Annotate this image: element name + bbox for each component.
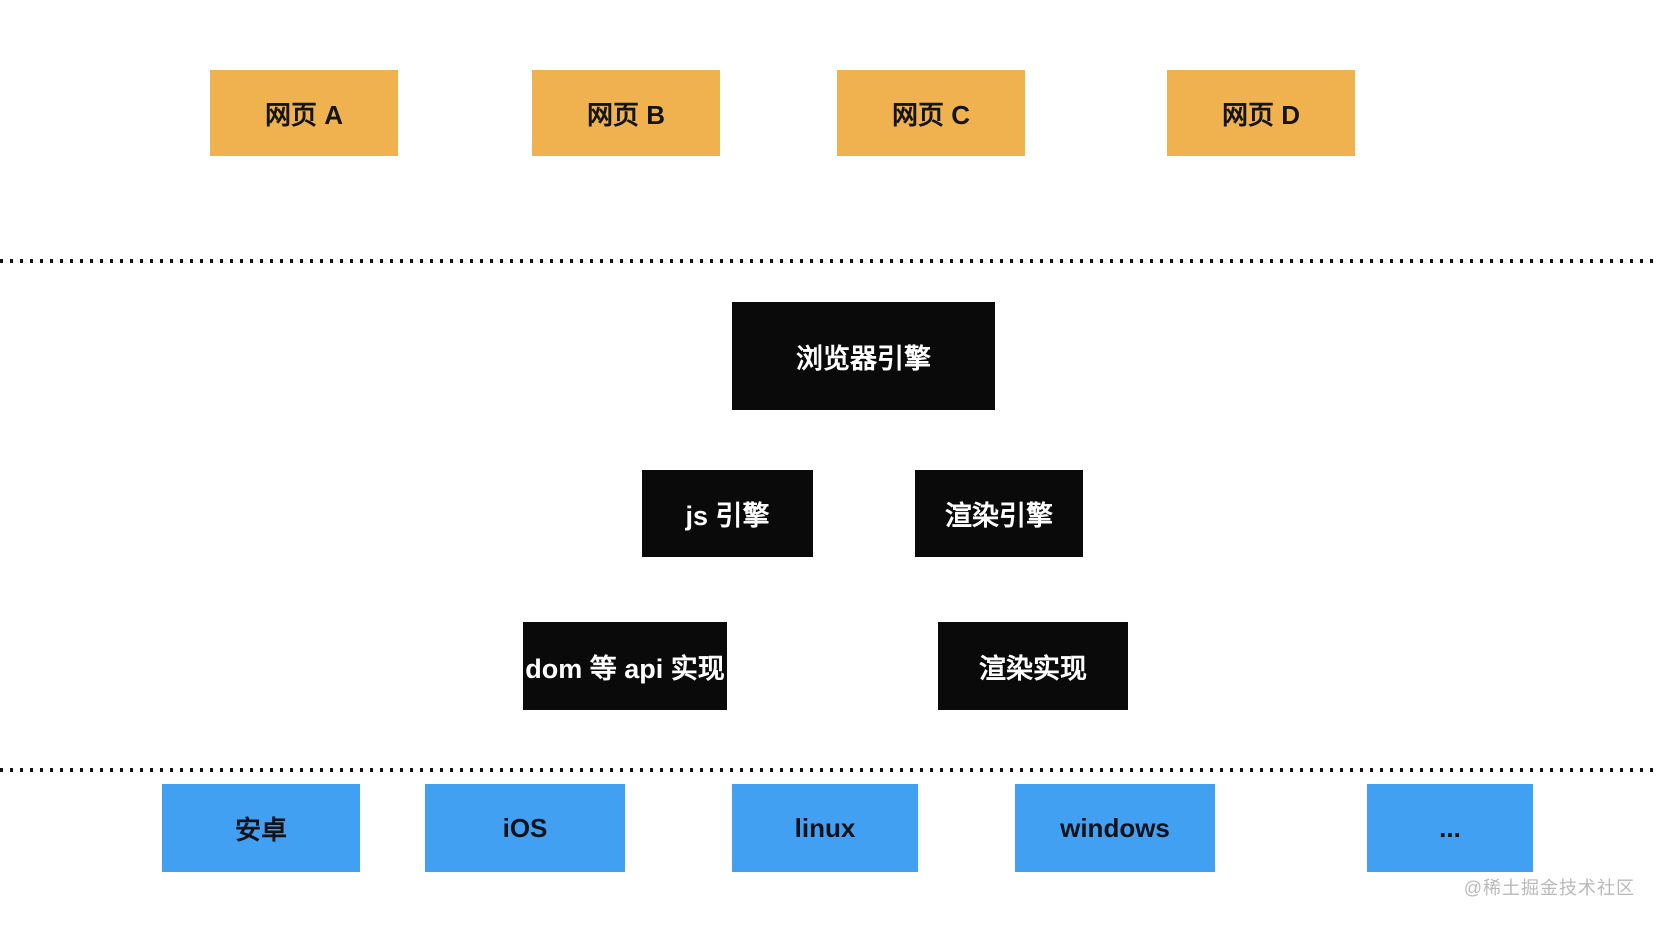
webpage-box-a: 网页 A: [210, 70, 398, 156]
watermark: @稀土掘金技术社区: [1463, 878, 1635, 898]
webpage-box-d: 网页 D: [1167, 70, 1355, 156]
platform-box-android: 安卓: [162, 784, 360, 872]
platform-box-ellipsis: ...: [1367, 784, 1533, 872]
webpage-box-b: 网页 B: [532, 70, 720, 156]
render-impl-box: 渲染实现: [938, 622, 1128, 710]
js-engine-box: js 引擎: [642, 470, 813, 557]
render-engine-box: 渲染引擎: [915, 470, 1083, 557]
webpage-box-c: 网页 C: [837, 70, 1025, 156]
platform-box-linux: linux: [732, 784, 918, 872]
platform-box-ios: iOS: [425, 784, 625, 872]
dotted-divider-bottom: [0, 768, 1656, 772]
dom-api-impl-box: dom 等 api 实现: [523, 622, 727, 710]
browser-engine-box: 浏览器引擎: [732, 302, 995, 410]
dotted-divider-top: [0, 259, 1656, 263]
platform-box-windows: windows: [1015, 784, 1215, 872]
